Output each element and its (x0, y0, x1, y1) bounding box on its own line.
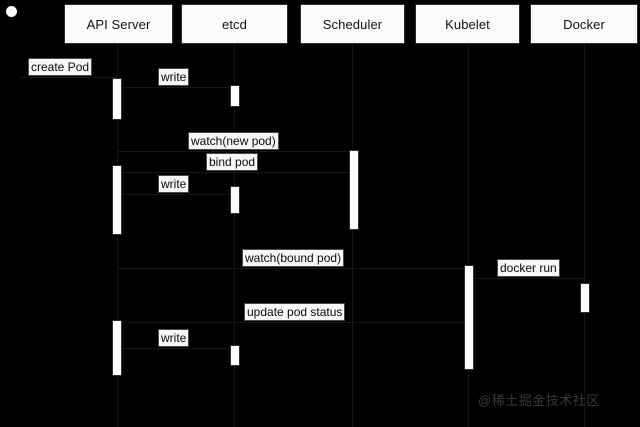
arrow-bind-pod (118, 172, 353, 173)
message-label-bind-pod: bind pod (206, 153, 259, 171)
participant-box-api-server[interactable]: API Server (64, 4, 173, 44)
message-label-write-2: write (158, 175, 190, 193)
activation-api-server-2 (112, 165, 122, 235)
participant-label-scheduler: Scheduler (322, 16, 383, 32)
lifeline-line-docker (584, 44, 585, 427)
message-label-write-3: write (158, 329, 190, 347)
activation-etcd-2 (230, 186, 240, 214)
lifeline-line-api-server (117, 44, 118, 427)
arrow-update-pod-status (118, 322, 468, 323)
activation-api-server-1 (112, 78, 122, 120)
participant-label-api-server: API Server (86, 16, 151, 32)
participant-label-kubelet: Kubelet (445, 16, 490, 32)
arrow-write-3 (118, 348, 234, 349)
arrow-write-2 (118, 194, 234, 195)
participant-label-etcd: etcd (222, 16, 247, 32)
participant-box-etcd[interactable]: etcd (181, 4, 288, 44)
arrow-watch-new-pod (118, 151, 353, 152)
activation-etcd-3 (230, 345, 240, 366)
message-label-watch-bound-pod: watch(bound pod) (242, 249, 345, 267)
lifeline-line-etcd (234, 44, 235, 427)
lifeline-line-scheduler (352, 44, 353, 427)
message-label-docker-run: docker run (497, 259, 560, 277)
top-left-dot-marker (6, 6, 17, 17)
activation-etcd-1 (230, 85, 240, 107)
participant-box-scheduler[interactable]: Scheduler (300, 4, 405, 44)
arrow-watch-bound-pod (118, 268, 468, 269)
participant-box-docker[interactable]: Docker (530, 4, 638, 44)
participant-label-docker: Docker (563, 16, 605, 32)
message-label-watch-new-pod: watch(new pod) (188, 132, 279, 150)
message-label-write-1: write (158, 68, 190, 86)
watermark-text: @稀土掘金技术社区 (478, 393, 600, 408)
activation-kubelet-1 (464, 265, 474, 370)
activation-docker-1 (580, 283, 590, 313)
activation-scheduler-1 (349, 150, 359, 230)
activation-api-server-3 (112, 320, 122, 376)
message-label-update-pod-status: update pod status (244, 303, 346, 321)
lifeline-line-kubelet (468, 44, 469, 427)
arrow-create-pod (20, 77, 118, 78)
message-label-create-pod: create Pod (28, 58, 93, 76)
participant-box-kubelet[interactable]: Kubelet (415, 4, 520, 44)
arrow-write-1 (118, 87, 234, 88)
arrow-docker-run (468, 278, 584, 279)
